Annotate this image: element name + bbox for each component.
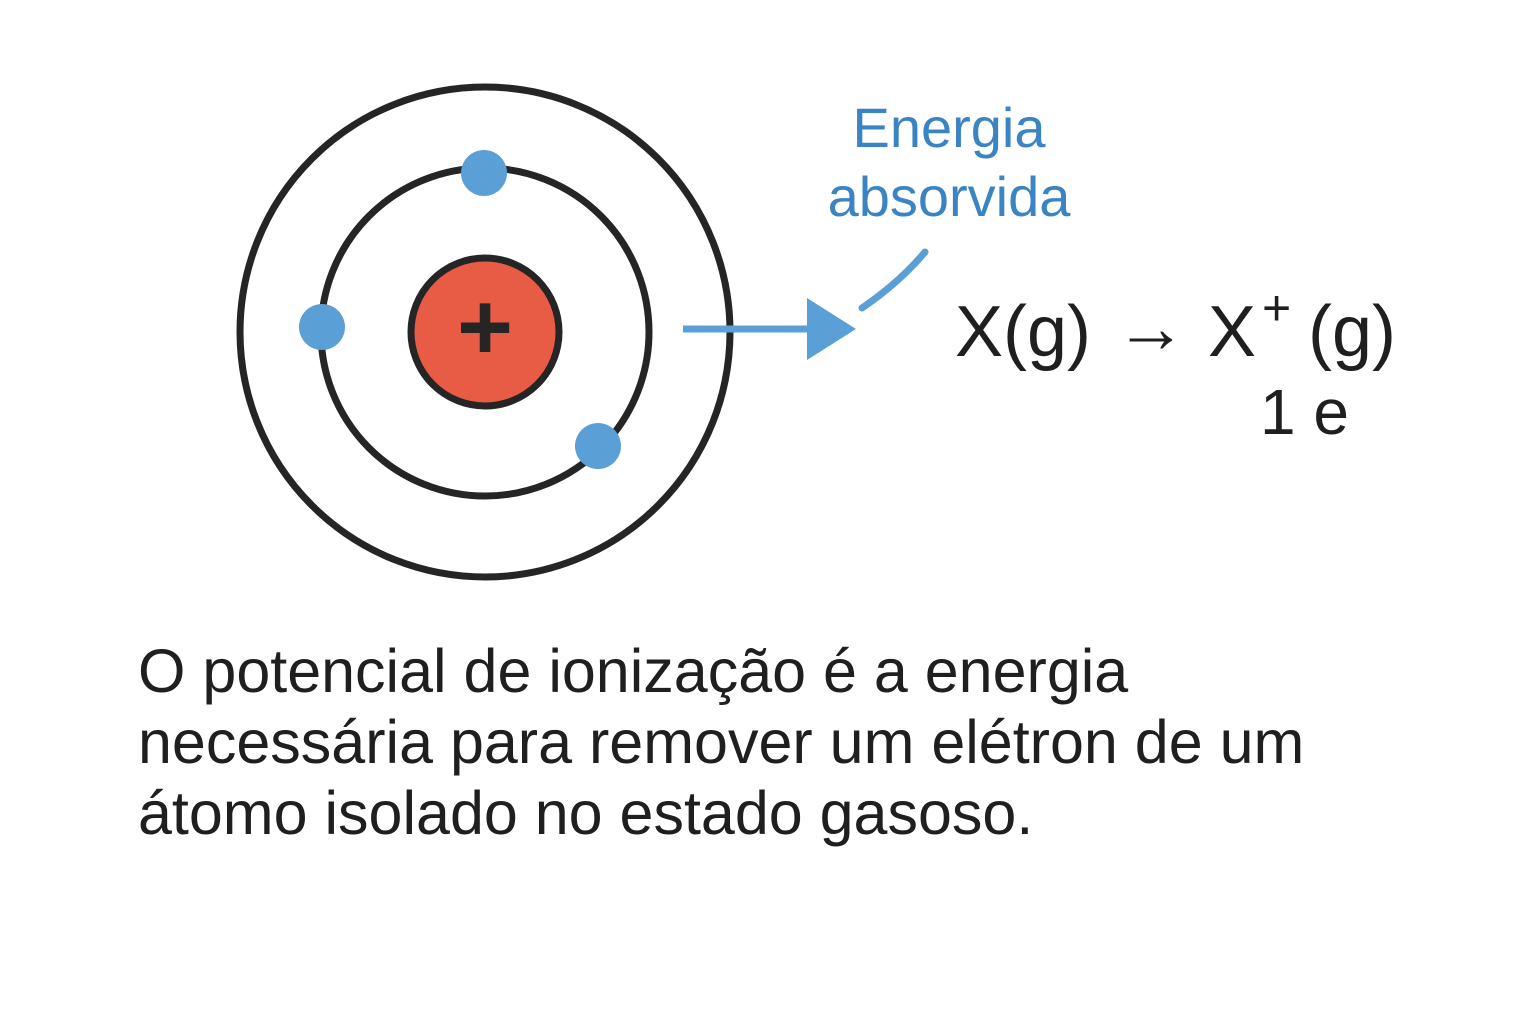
energy-label-line2: absorvida xyxy=(828,165,1072,228)
equation-product-charge: + xyxy=(1262,280,1291,336)
electron-top xyxy=(461,150,507,196)
nucleus xyxy=(407,254,563,410)
equation-arrow: → xyxy=(1115,288,1187,368)
energy-label-pointer xyxy=(858,248,929,312)
energy-arrow-head xyxy=(807,298,856,360)
equation-reactant: X(g) xyxy=(955,292,1091,372)
electron-left xyxy=(299,304,345,350)
energy-label-line1: Energia xyxy=(852,96,1046,159)
equation-electron: 1 e xyxy=(1260,376,1349,448)
definition-caption: O potencial de ionização é a energia nec… xyxy=(138,636,1458,849)
nucleus-plus-sign: + xyxy=(457,273,513,380)
equation-product: X xyxy=(1208,292,1256,372)
electron-bottom-right xyxy=(575,423,621,469)
caption-line-1: O potencial de ionização é a energia xyxy=(138,637,1129,705)
caption-line-3: átomo isolado no estado gasoso. xyxy=(138,779,1034,847)
equation-product-state: (g) xyxy=(1308,292,1396,372)
caption-line-2: necessária para remover um elétron de um xyxy=(138,708,1305,776)
